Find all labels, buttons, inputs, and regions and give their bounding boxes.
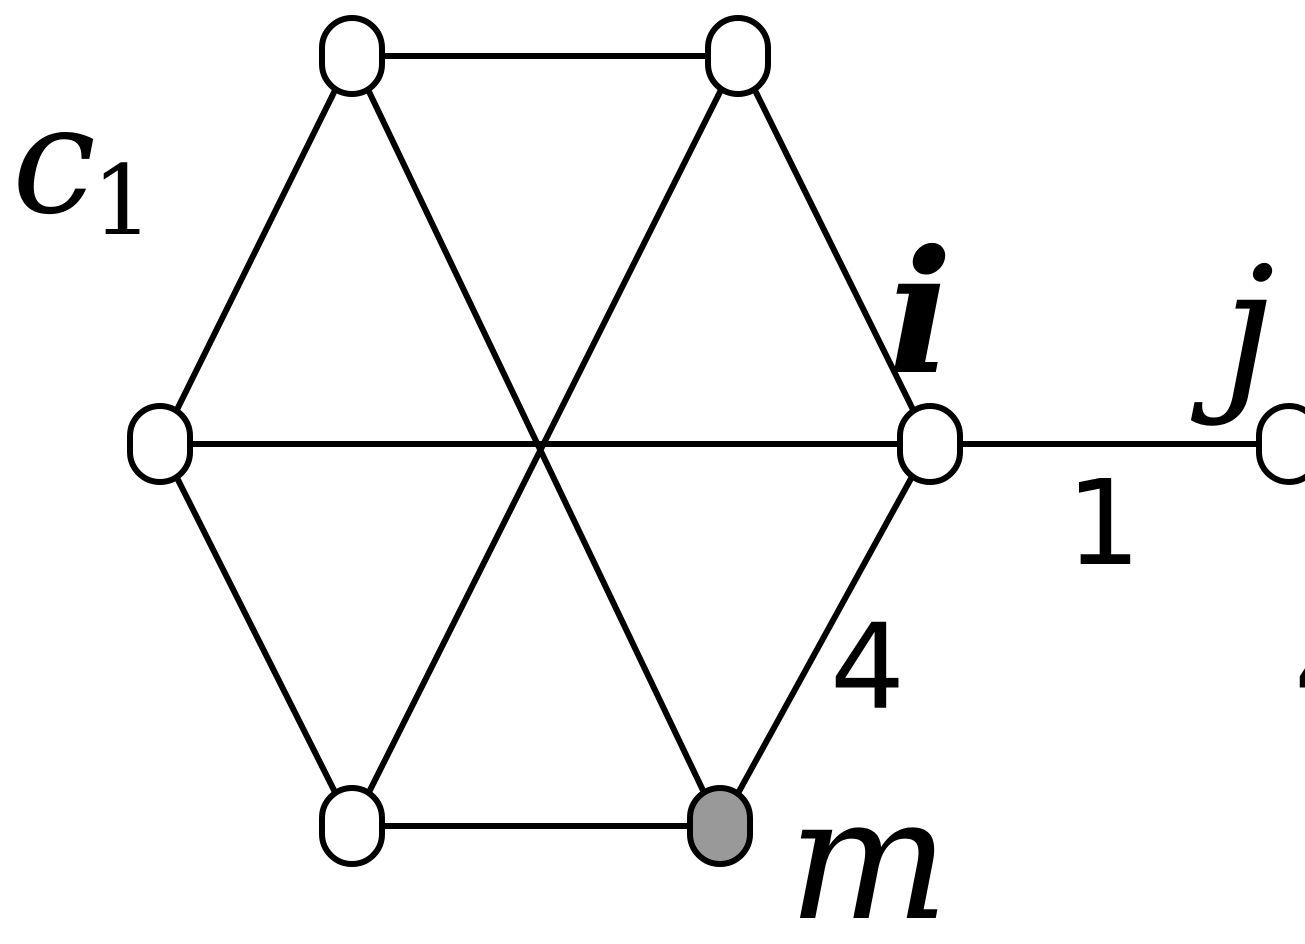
edge-j-weight-partial: 4 — [1294, 598, 1305, 736]
node-j — [1256, 403, 1305, 485]
edge-ij-weight: 1 — [1066, 454, 1141, 592]
edge-i-m — [717, 441, 933, 829]
node-left — [127, 403, 193, 485]
cluster-subscript: 1 — [92, 145, 153, 257]
node-top-right — [705, 15, 771, 97]
edge-top-left — [157, 53, 355, 447]
edge-diagonal-1 — [349, 53, 723, 829]
edge-im-weight: 4 — [830, 598, 905, 736]
node-i — [897, 403, 963, 485]
node-j-label: j — [1190, 231, 1275, 429]
edge-diagonal-2 — [349, 53, 741, 829]
node-bottom-left — [319, 785, 385, 867]
node-m-label: m — [788, 761, 949, 944]
node-m — [687, 785, 753, 867]
edge-left-bottom — [157, 441, 355, 829]
edge-top-right-to-i — [735, 53, 933, 447]
node-top-left — [319, 15, 385, 97]
cluster-label: c — [12, 74, 96, 248]
node-i-label: i — [888, 213, 953, 413]
